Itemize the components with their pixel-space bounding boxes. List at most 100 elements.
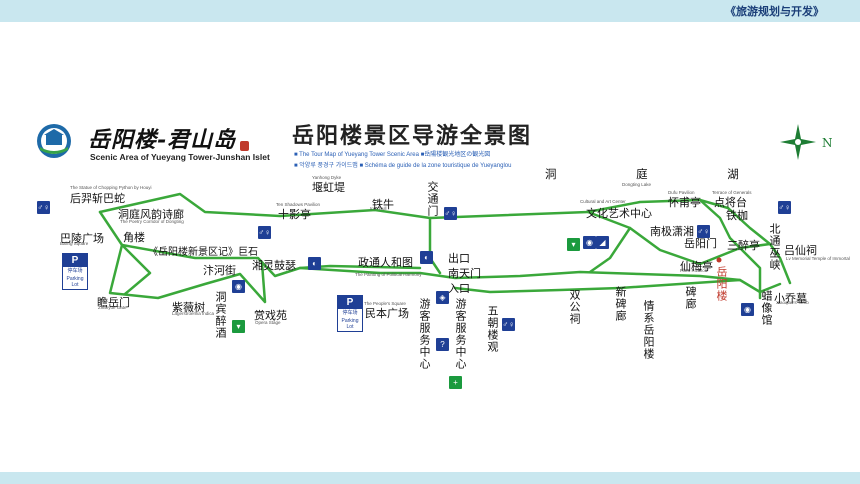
yueyanglou-marker [716,257,722,263]
caption-shiying: Ten Shadows Pavilion [276,202,321,207]
camera-icon: ◉ [741,303,754,316]
subtitle-line: ■ 악양루 풍경구 가이드맵 ■ Schéma de guide de la z… [294,162,512,169]
restroom-icon: ♂♀ [37,201,50,214]
label-sanzui: 三醉亭 [727,239,760,252]
logo-subtitle: Scenic Area of Yueyang Tower-Junshan Isl… [90,152,270,162]
caption-corridor: The Poetry Corridor of Dongting [120,219,184,224]
label-zhanyue: 瞻岳门 [97,296,130,309]
caption-houyi: The Statue of Chopping Python by Houyi [70,185,152,190]
shop-icon: ◐ [420,251,433,264]
restroom-icon: ♂♀ [258,226,271,239]
label-yanhongti: 堰虹堤 [312,181,345,194]
caption-baling: Baling Square [60,241,89,246]
drink-icon: ▾ [567,238,580,251]
route-south [453,278,782,294]
label-binzui: 洞宾醉酒 [214,291,227,339]
label-baling: 巴陵广场 [60,232,104,245]
label-xiangling: 湘灵鼓瑟 [252,259,296,272]
parking-label-en: Parking Lot [341,318,359,330]
label-youke-right: 游客服务中心 [454,298,467,370]
map-title: 岳阳楼景区导游全景图 [292,124,533,149]
caption-tieniu: Iron Bull [370,206,387,211]
label-bianhe: 汴河街 [203,264,236,277]
label-yueyang-stone: 《岳阳楼新景区记》巨石 [148,247,258,258]
label-dongting-lake: 洞 庭 湖 [545,167,777,181]
label-houyi: 后羿斩巴蛇 [70,192,125,205]
scenic-map: 岳阳楼-君山岛 Scenic Area of Yueyang Tower-Jun… [0,108,860,389]
bottom-banner [0,472,860,484]
label-yueyangmen: 岳阳门 [684,237,717,250]
route-west-tail [120,243,152,296]
caption-ziwei: Lagerstroemia Indica [172,311,215,316]
caption-minben: The People's Square [364,301,406,306]
route-east-c [698,198,762,300]
route-east-a [586,210,772,266]
label-youke-left: 游客服务中心 [418,298,431,370]
label-dongting-corridor: 洞庭风韵诗廊 [118,208,184,221]
label-beilang: 碑廊 [684,286,697,310]
label-xinbei: 新碑廊 [614,286,627,322]
label-nanji: 南极潇湘 [650,225,694,238]
drink-icon: ▾ [232,320,245,333]
route-east-b [588,226,632,274]
caption-zhengtong: The Painting of Political Harmony [355,272,422,277]
label-jiaolou: 角楼 [123,231,145,244]
ticket-icon: ◢ [596,236,609,249]
caption-dianjiangtai: Terrace of Generals [712,190,752,195]
label-qingxi: 情系岳阳楼 [642,300,655,360]
info-icon: ◈ [436,291,449,304]
caption-zhanyue: Zhanyue Gate [98,305,127,310]
label-ziwei: 紫薇树 [172,301,205,314]
parking-icon: P [338,296,362,309]
label-shiying: 十影亭 [278,208,311,221]
caption-xiaoqiao: Xiaoqiao's Tomb [776,300,809,305]
caption-yanhongti: Yanhong Dyke [312,175,342,180]
top-banner: 《旅游规划与开发》 [0,0,860,22]
caption-huaifu: Dufu Pavilion [668,190,695,195]
label-nantianmen: 南天门 [448,267,481,280]
camera-icon: ◉ [583,236,596,249]
first-aid-icon: + [449,376,462,389]
restroom-icon: ♂♀ [502,318,515,331]
label-tieniu: 铁牛 [372,198,394,211]
map-subtitles: ■ The Tour Map of Yueyang Tower Scenic A… [294,150,511,171]
label-beitong: 北通巫峡 [768,223,781,271]
parking-label: 停车场 [342,310,358,316]
caption-shangxi: Opera Stage [255,320,281,325]
caption-xianmei: Plum Pavilion [680,268,708,273]
logo-title: 岳阳楼-君山岛 [88,127,237,153]
parking-south: P 停车场 Parking Lot [337,295,363,332]
route-east-d [726,206,792,285]
parking-icon: P [63,254,87,267]
parking-west: P 停车场 Parking Lot [62,253,88,290]
label-jiaotongmen: 交通门 [426,181,439,217]
caption-dongtinghu: Dongting Lake [622,182,652,187]
label-xianmei: 仙梅亭 [680,260,713,273]
label-dianjiangtai: 点将台 [714,196,747,209]
label-shangxi: 赏戏苑 [254,309,287,322]
book-title: 《旅游规划与开发》 [725,6,824,18]
caption-wenhua: Cultural and Art Center [580,199,626,204]
label-huaifu: 怀甫亭 [668,196,701,209]
label-yueyanglou: 岳阳楼 [715,266,728,302]
restroom-icon: ♂♀ [697,225,710,238]
parking-label-en: Parking Lot [66,276,84,288]
camera-icon: ◉ [232,280,245,293]
route-top-west [98,192,730,220]
label-wenhua: 文化艺术中心 [586,207,652,220]
label-exit: 出口 [448,252,470,265]
route-west-loop [98,210,267,304]
label-lvxian: 吕仙祠 [784,244,817,257]
question-icon: ? [436,338,449,351]
compass-icon [780,124,816,160]
label-zhengtong: 政通人和图 [358,256,413,269]
label-minben: 民本广场 [365,307,409,320]
route-connector [428,216,442,275]
label-wuchao: 五朝楼观 [486,305,499,353]
restroom-icon: ♂♀ [444,207,457,220]
caption-lvxian: Lv Memorial Temple of Immortal [786,256,850,261]
restroom-icon: ♂♀ [778,201,791,214]
label-entrance: 入口 [448,282,470,295]
parking-label: 停车场 [67,268,83,274]
label-laxiang: 蜡像馆 [760,290,773,326]
